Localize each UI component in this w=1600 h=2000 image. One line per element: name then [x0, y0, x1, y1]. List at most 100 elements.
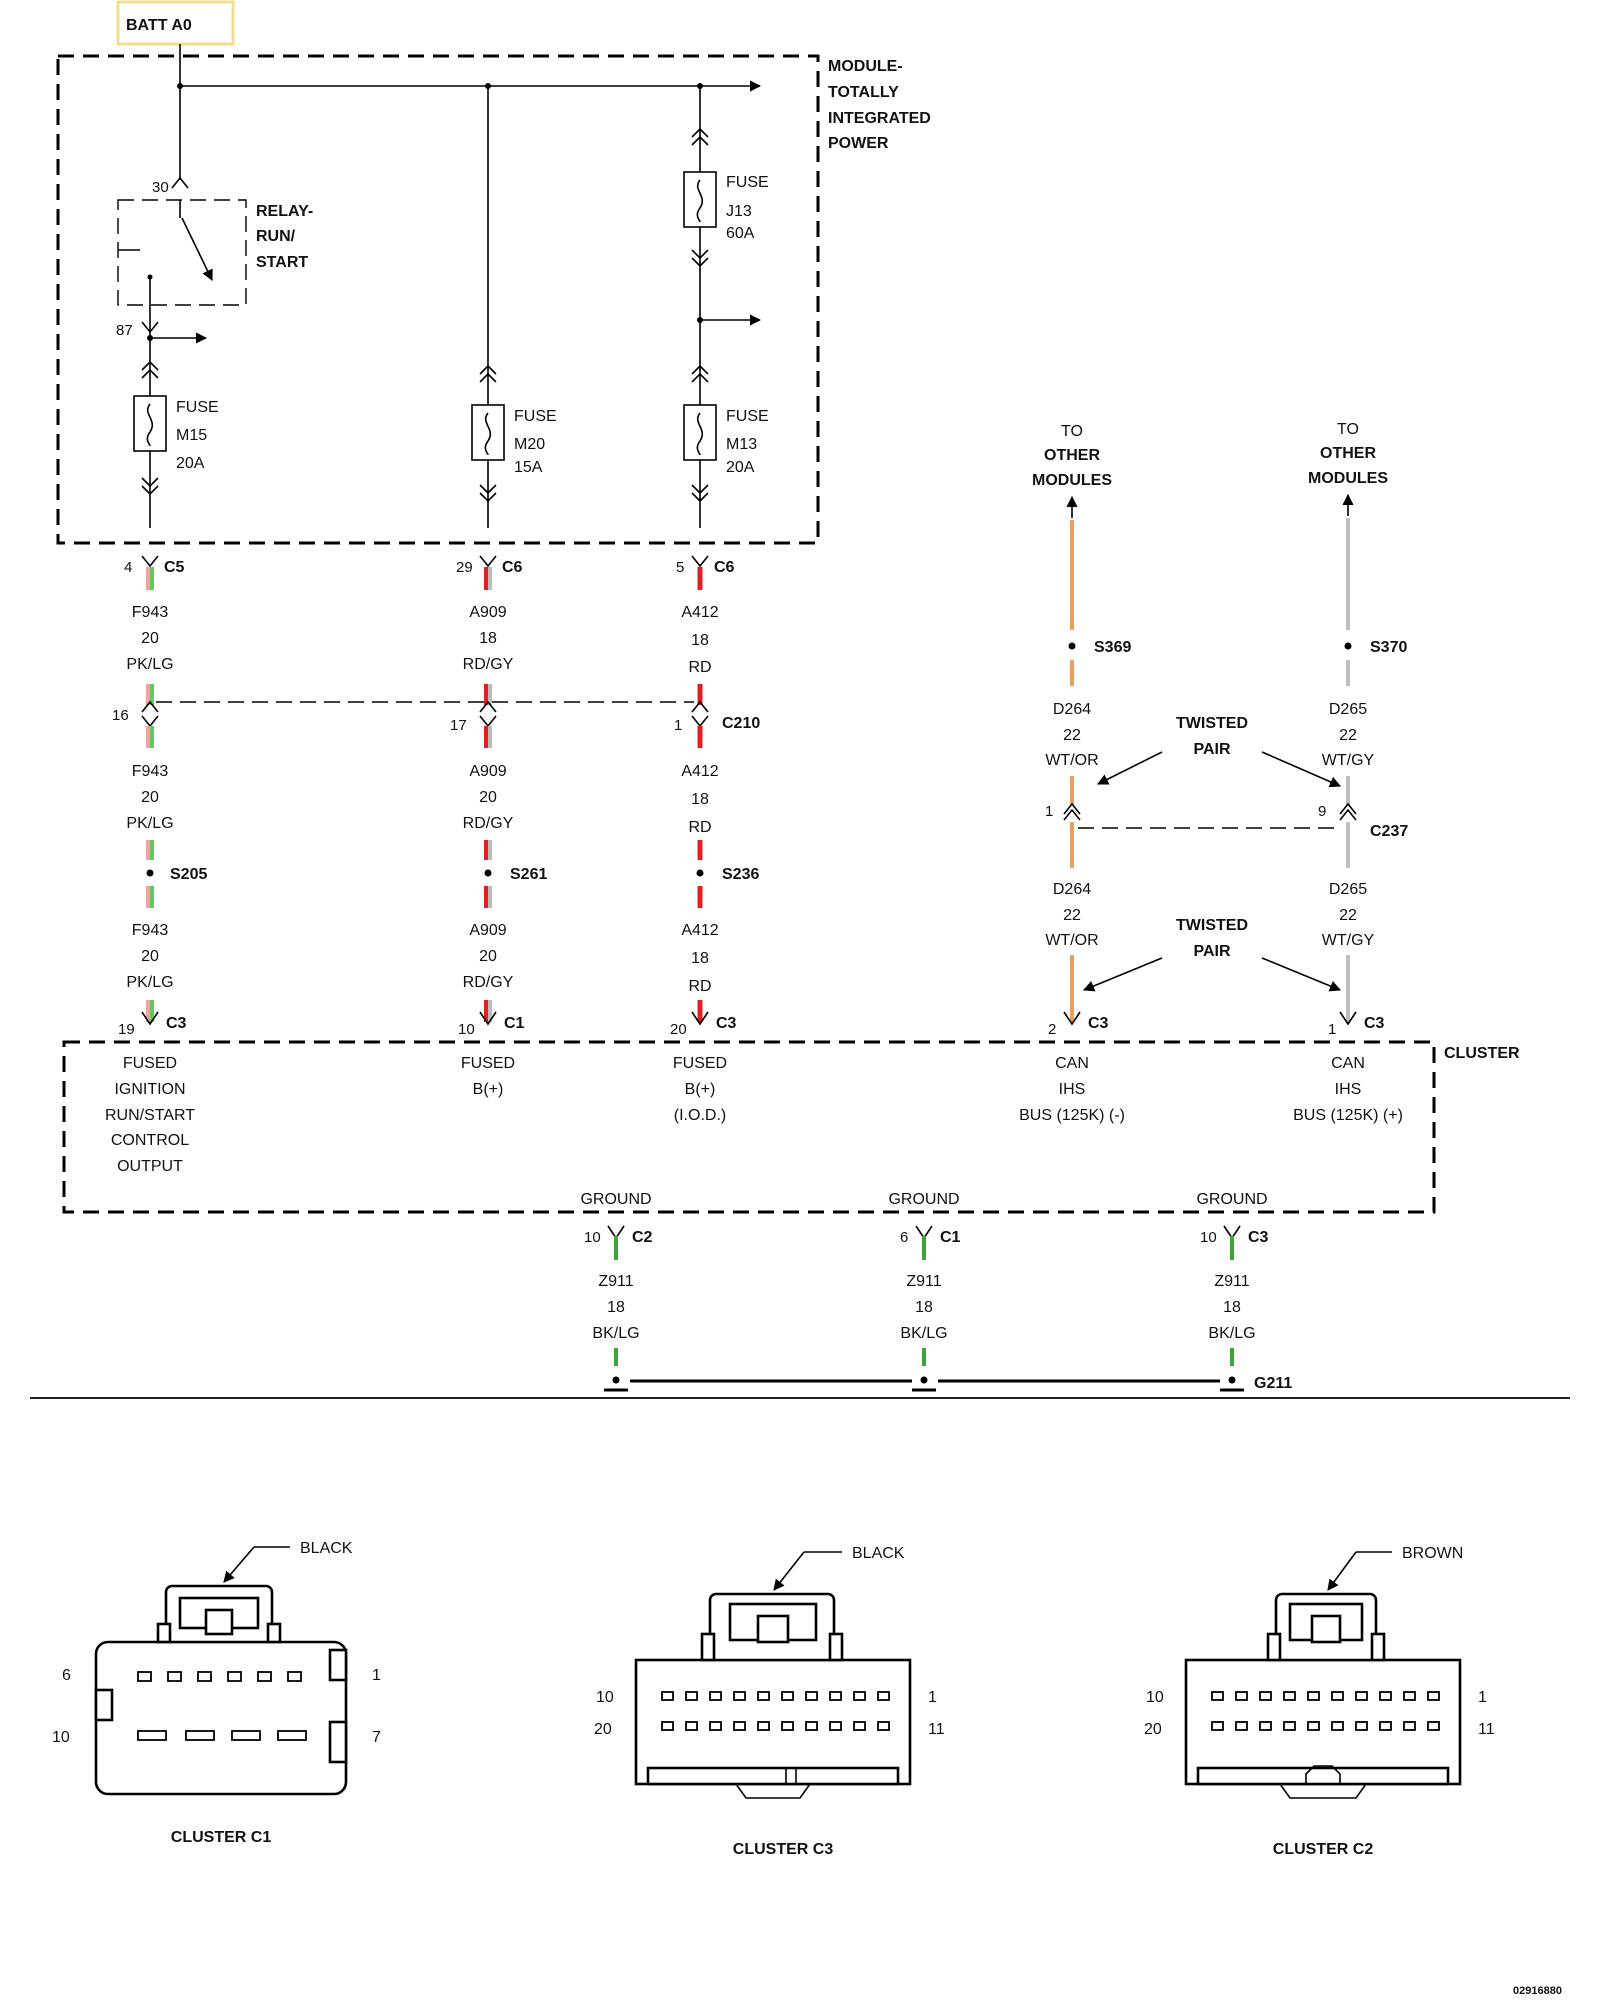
pin-cavity — [277, 1730, 307, 1741]
pin-number: 10 — [52, 1729, 70, 1746]
wire-gauge: 18 — [915, 1299, 933, 1316]
wire-circuit: D264 — [1053, 701, 1091, 718]
pin-cavity — [685, 1721, 698, 1731]
wire-gauge: 18 — [691, 632, 709, 649]
connector-latch-foot — [828, 1632, 844, 1662]
cluster-function: B(+) — [473, 1081, 504, 1098]
wire-color: WT/OR — [1045, 752, 1098, 769]
wire-circuit: A412 — [681, 763, 718, 780]
connector-name: C1 — [504, 1015, 525, 1032]
pin-number: 10 — [596, 1689, 614, 1706]
wire-color: RD — [688, 819, 711, 836]
pin-number: 11 — [928, 1721, 945, 1738]
relay-pin-30-symbol — [171, 176, 189, 189]
cluster-function: IGNITION — [114, 1081, 185, 1098]
wire-color: RD/GY — [463, 974, 514, 991]
connector-tab — [328, 1648, 348, 1682]
relay-pin-30: 30 — [152, 179, 169, 196]
wire-gauge: 18 — [1223, 1299, 1241, 1316]
wire-circuit: F943 — [132, 604, 169, 621]
pin-cavity — [733, 1691, 746, 1701]
fuse-m20-line-1: FUSE — [514, 408, 557, 425]
wire-circuit: Z911 — [598, 1273, 633, 1290]
fuse-m20-label: FUSE M20 15A — [514, 408, 557, 476]
cluster-function: IHS — [1335, 1081, 1362, 1098]
twisted-pair-pointer — [1261, 957, 1342, 992]
twisted-pair-line-2: PAIR — [1193, 943, 1230, 960]
relay-label: RELAY- RUN/ START — [256, 203, 313, 271]
twisted-pair-line-1: TWISTED — [1176, 917, 1248, 934]
wire-color: PK/LG — [126, 974, 173, 991]
color-pointer — [223, 1546, 255, 1583]
connector-name: C3 — [1088, 1015, 1109, 1032]
pin-cavity — [781, 1721, 794, 1731]
wire-circuit: D265 — [1329, 701, 1367, 718]
splice-dot — [696, 869, 704, 877]
connector-housing — [634, 1658, 912, 1786]
connector-name: C3 — [1248, 1229, 1269, 1246]
connector-pin: 17 — [450, 717, 467, 734]
connector-latch-foot — [700, 1632, 716, 1662]
connector-symbol — [141, 700, 159, 728]
wire-color: WT/OR — [1045, 932, 1098, 949]
fuse-m13-element — [696, 412, 704, 456]
connector-latch-core — [756, 1614, 790, 1644]
connector-pin: 5 — [676, 559, 684, 576]
batt-label-box — [116, 0, 235, 46]
wire-circuit: Z911 — [906, 1273, 941, 1290]
pin-row-bottom — [661, 1721, 890, 1731]
twisted-pair-line-2: PAIR — [1193, 741, 1230, 758]
circuit-d264: TO OTHER MODULES S369 D264 22 WT/OR 1 D2… — [1019, 423, 1131, 1124]
relay-label-line-3: START — [256, 254, 308, 271]
connector-name: C5 — [164, 559, 185, 576]
pin-number: 6 — [62, 1667, 71, 1684]
cluster-function: B(+) — [685, 1081, 716, 1098]
connector-pin: 10 — [458, 1021, 475, 1038]
pin-row-top — [1211, 1691, 1440, 1701]
pin-cavity — [1235, 1721, 1248, 1731]
fuse-m15-element — [146, 403, 154, 447]
splice-label: S370 — [1370, 639, 1407, 656]
pin-cavity — [829, 1691, 842, 1701]
module-title-line-3: INTEGRATED — [828, 110, 931, 127]
wire-color: RD/GY — [463, 656, 514, 673]
pin-cavity — [1427, 1691, 1440, 1701]
wire-gauge: 22 — [1339, 727, 1357, 744]
pin-cavity — [185, 1730, 215, 1741]
tipm-module-outline — [56, 54, 820, 545]
fuse-m13-line-1: FUSE — [726, 408, 769, 425]
pin-cavity — [1259, 1691, 1272, 1701]
fuse-m15-line-1: FUSE — [176, 399, 219, 416]
pin-cavity — [661, 1721, 674, 1731]
connector-symbol — [691, 700, 709, 728]
connector-latch-core — [204, 1608, 234, 1636]
connector-name: C3 — [716, 1015, 737, 1032]
wire-gauge: 18 — [691, 791, 709, 808]
connector-symbol — [479, 700, 497, 728]
cluster-function: IHS — [1059, 1081, 1086, 1098]
pin-number: 20 — [594, 1721, 612, 1738]
circuit-f943: 4 C5 F943 20 PK/LG 16 F943 20 PK/LG S205… — [105, 555, 207, 1175]
pin-cavity — [1427, 1721, 1440, 1731]
fuse-j13-element — [696, 179, 704, 223]
connector-pin: 1 — [1045, 803, 1053, 820]
connector-color: BLACK — [852, 1545, 905, 1562]
pin-cavity — [805, 1691, 818, 1701]
fuse-m13-bottom-terminal — [691, 484, 709, 503]
ground-label: GROUND — [580, 1191, 651, 1208]
pin-cavity — [1235, 1691, 1248, 1701]
pin-cavity — [167, 1671, 182, 1682]
wire-gauge: 18 — [607, 1299, 625, 1316]
pin-cavity — [227, 1671, 242, 1682]
connector-name: C6 — [714, 559, 735, 576]
cluster-module-outline — [62, 1040, 1436, 1214]
connector-name: C6 — [502, 559, 523, 576]
ground-label: GROUND — [888, 1191, 959, 1208]
connector-bottom-key — [1279, 1783, 1367, 1799]
pin-cavity — [661, 1691, 674, 1701]
ground-c1: GROUND 6 C1 Z911 18 BK/LG — [888, 1191, 961, 1392]
fuse-j13-top-terminal — [691, 127, 709, 146]
wire-color: RD — [688, 659, 711, 676]
color-pointer — [1327, 1551, 1357, 1591]
pin-cavity — [781, 1691, 794, 1701]
